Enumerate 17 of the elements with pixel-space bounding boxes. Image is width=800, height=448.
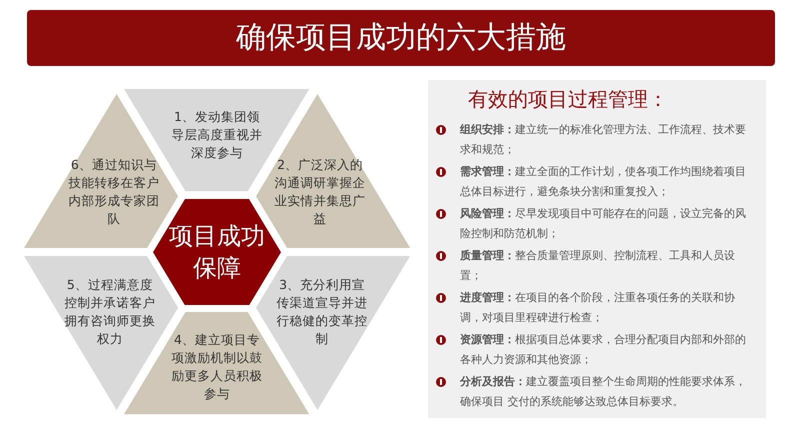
list-item-text: 分析及报告：建立覆盖项目整个生命周期的性能要求体系，确保项目 交付的系统能够达致总体目标要求。 — [460, 374, 747, 410]
segment-text: 3、充分利用宣传渠道宣导并进行稳健的变革控制 — [276, 276, 369, 348]
segment-text: 1、发动集团领导层高度重视并深度参与 — [170, 108, 264, 162]
center-label: 项目成功保障 — [169, 220, 265, 284]
panel-heading: 有效的项目过程管理： — [468, 86, 668, 113]
segment-text: 4、建立项目专项激励机制以鼓励更多人员积极参与 — [170, 331, 264, 404]
list-item-text: 需求管理：建立全面的工作计划，使各项工作均围绕着项目总体目标进行，避免条块分割和重复投入； — [460, 164, 747, 200]
list-item-text: 质量管理：整合质量管理原则、控制流程、工具和人员设置； — [460, 248, 736, 284]
list-item-text: 组织安排：建立统一的标准化管理方法、工作流程、技术要求和规范； — [460, 122, 747, 158]
segment-text: 6、通过知识与技能转移在客户内部形成专家团队 — [67, 156, 160, 228]
segment-text: 5、过程满意度控制并承诺客户拥有咨询师更换权力 — [63, 276, 156, 348]
info-panel — [428, 80, 766, 418]
segment-text: 2、广泛深入的沟通调研掌握企业实情并集思广益 — [274, 156, 367, 228]
list-item-text: 资源管理：根据项目总体要求，合理分配项目内部和外部的各种人力资源和其他资源； — [460, 332, 747, 368]
list-item-text: 风险管理：尽早发现项目中可能存在的问题，设立完备的风险控制和防范机制； — [460, 206, 747, 242]
title-banner: 确保项目成功的六大措施 — [27, 10, 775, 66]
list-item-text: 进度管理：在项目的各个阶段，注重各项任务的关联和协调，对项目里程碑进行检查； — [460, 290, 736, 326]
